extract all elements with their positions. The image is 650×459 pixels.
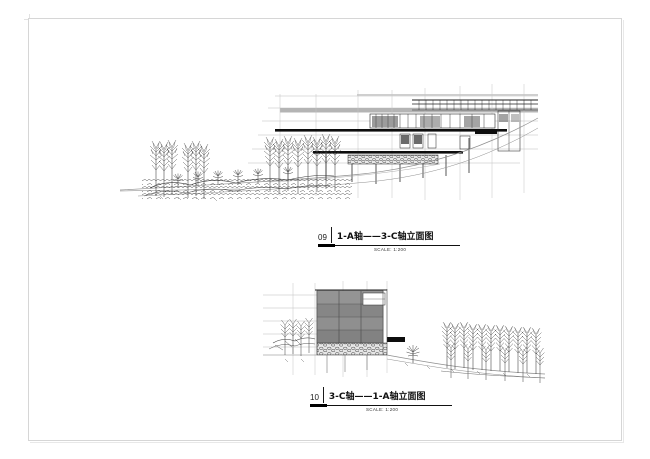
grove-base-line <box>440 370 545 379</box>
elevation-drawing-09 <box>120 78 540 228</box>
left-bamboo-cluster <box>280 317 314 357</box>
entry-canopy-bar <box>387 337 405 342</box>
stone-base-wall <box>316 342 388 356</box>
ground-hatch <box>284 358 531 378</box>
upper-floor-facade <box>369 113 496 129</box>
title-block-10: 10 3-C轴——1-A轴立面图 SCALE: 1:200 <box>310 386 460 416</box>
left-planting <box>268 337 316 351</box>
mid-floor-windows <box>399 131 497 150</box>
drawing-title-09: 1-A轴——3-C轴立面图 <box>336 232 434 242</box>
drawing-scale-09: SCALE: 1:200 <box>374 247 407 252</box>
right-bamboo-grove <box>441 321 545 384</box>
title-divider <box>330 227 332 243</box>
base-columns <box>326 355 368 373</box>
floor-slab-upper <box>275 129 507 132</box>
title-divider <box>322 387 324 403</box>
floor-slab-lower <box>313 151 463 154</box>
drawing-title-10: 3-C轴——1-A轴立面图 <box>328 392 426 402</box>
drawing-number-09: 09 <box>318 233 327 242</box>
title-underline-rule <box>327 405 452 406</box>
title-block-09: 09 1-A轴——3-C轴立面图 SCALE: 1:200 <box>318 226 468 256</box>
building-edge-lines <box>316 289 388 355</box>
title-underline-bar <box>310 404 327 407</box>
drawing-number-10: 10 <box>310 393 319 402</box>
roof-pergola <box>412 99 538 111</box>
shrub-mass <box>142 175 352 200</box>
building-facade-panels <box>315 289 387 344</box>
title-underline-bar <box>318 244 335 247</box>
title-underline-rule <box>335 245 460 246</box>
elevation-drawing-10 <box>255 275 545 390</box>
right-tower-volume <box>497 110 521 152</box>
upper-shade-band <box>357 94 538 96</box>
roof-shade-band <box>280 108 538 113</box>
drawing-scale-10: SCALE: 1:200 <box>366 407 399 412</box>
